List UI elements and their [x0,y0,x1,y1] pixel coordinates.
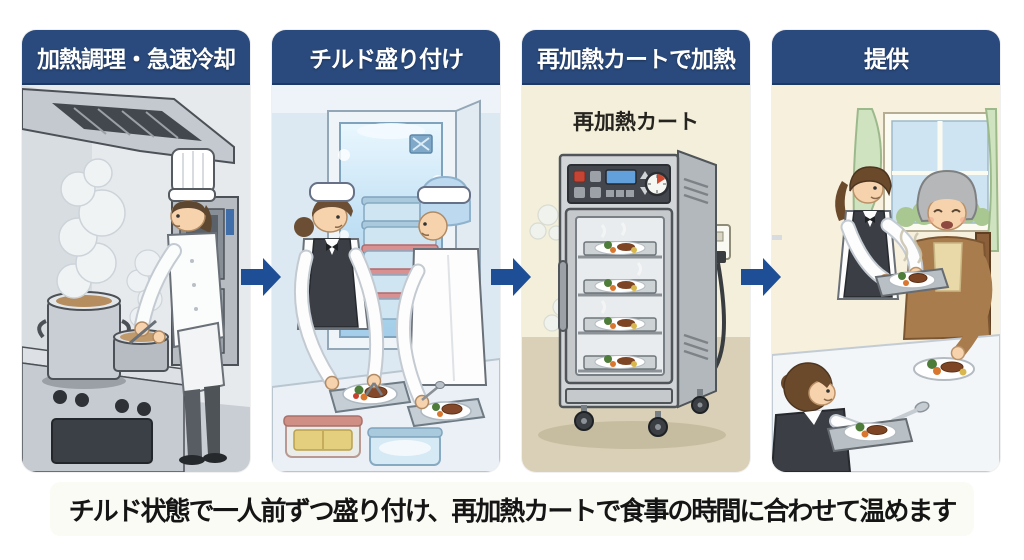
flow-arrow-icon [489,254,533,300]
plating-staff-left [294,182,385,396]
plating-illustration [272,85,500,472]
cooking-illustration [22,85,250,472]
step-panel-cooking: 加熱調理・急速冷却 [22,30,250,472]
step-panel-reheating: 再加熱カートで加熱 再加熱カート [522,30,750,472]
door-handle [558,260,568,332]
flow-arrow-icon [239,254,283,300]
steam-wisps [899,228,923,264]
meal-shelves [578,241,662,373]
spoon-icon [891,401,930,423]
server-foreground [772,362,914,472]
food-container-blue [367,427,443,466]
step-title: 提供 [772,30,1000,85]
timer-dial-icon [644,171,670,197]
elderly-arm [953,254,993,358]
process-steps: 加熱調理・急速冷却 [22,30,1000,472]
step-title: チルド盛り付け [272,30,500,85]
steam-icon [56,158,126,299]
step-title: 加熱調理・急速冷却 [22,30,250,85]
caption-bar: チルド状態で一人前ずつ盛り付け、再加熱カートで食事の時間に合わせて温めます [50,482,974,536]
reheat-cart-label: 再加熱カート [573,111,699,134]
scene-plating [272,85,500,472]
chilled-container-stack [361,196,439,320]
reheat-cart [558,149,717,437]
lcd-display [605,169,637,185]
meal-tray-right [406,397,486,428]
casters [574,389,709,437]
range-hood-icon [22,87,235,165]
step-panel-plating: チルド盛り付け [272,30,500,472]
scene-serving [772,85,1000,472]
steam-wisps [600,222,642,314]
serving-illustration [772,85,1000,472]
caption-text: チルド状態で一人前ずつ盛り付け、再加熱カートで食事の時間に合わせて温めます [68,495,958,526]
flow-arrow-icon [739,254,783,300]
step-panel-serving: 提供 [772,30,1000,472]
scene-reheating [522,85,750,472]
chef-figure [129,148,227,465]
scene-cooking [22,85,250,472]
step-title: 再加熱カートで加熱 [522,30,750,85]
server-figure [772,166,950,300]
control-panel [567,164,671,204]
food-container-pink [283,415,363,458]
plating-staff-right [396,175,488,410]
reheat-cart-illustration [522,85,750,472]
